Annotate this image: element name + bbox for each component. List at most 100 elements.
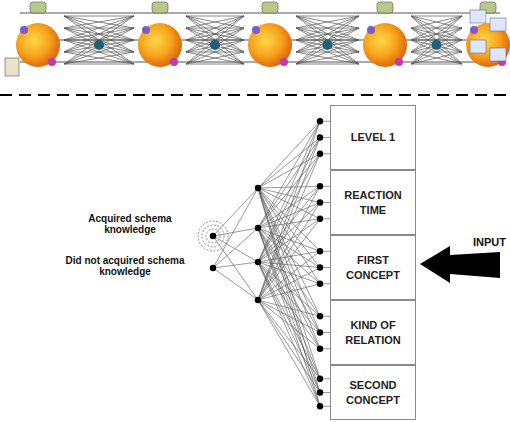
neuron-dot <box>255 259 261 265</box>
neuron-dot <box>317 346 323 352</box>
net-line <box>186 16 244 64</box>
weight-line <box>258 262 320 349</box>
net-line <box>296 28 359 64</box>
net-line <box>186 40 244 64</box>
net-line <box>411 40 462 52</box>
orb-dot <box>142 26 150 34</box>
weight-line <box>258 228 320 349</box>
weight-line <box>258 228 320 268</box>
orb-dot <box>170 58 178 66</box>
neuron-dot <box>255 185 261 191</box>
net-line <box>411 16 462 28</box>
weight-line <box>258 186 320 188</box>
small-node <box>323 40 333 50</box>
orb-dot <box>470 26 478 34</box>
net-line <box>186 52 244 64</box>
input-box: SECOND CONCEPT <box>330 365 416 420</box>
net-line <box>411 16 462 40</box>
net-line <box>186 28 244 52</box>
net-line <box>64 28 134 64</box>
net-line <box>296 28 359 64</box>
net-line <box>296 52 359 64</box>
net-line <box>64 16 134 40</box>
net-line <box>186 16 244 28</box>
neuron-dot <box>317 183 323 189</box>
net-line <box>186 16 244 64</box>
net-line <box>186 16 244 40</box>
net-line <box>296 16 359 52</box>
weight-line <box>258 300 320 349</box>
net-line <box>64 40 134 52</box>
input-label: INPUT <box>473 236 506 248</box>
net-line <box>296 52 359 64</box>
neuron-dot <box>317 264 323 270</box>
dashed-separator <box>0 94 510 96</box>
neuron-dot <box>317 389 323 395</box>
net-line <box>186 16 244 17</box>
activation-ring <box>202 225 224 247</box>
neuron-dot <box>317 248 323 254</box>
weight-line <box>258 203 320 229</box>
neuron-dot <box>317 376 323 382</box>
neuron-dot <box>210 233 216 239</box>
net-line <box>186 16 244 28</box>
activation-ring <box>206 229 220 243</box>
net-line <box>186 40 244 64</box>
weight-line <box>213 188 258 268</box>
weight-line <box>258 138 320 189</box>
weight-line <box>258 228 320 379</box>
weight-line <box>258 121 320 188</box>
output-label: Did not acquired schema knowledge <box>60 255 190 277</box>
net-line <box>411 16 462 28</box>
weight-line <box>258 188 320 393</box>
net-line <box>64 28 134 52</box>
mini-icon <box>152 2 168 13</box>
mini-icon <box>30 2 46 13</box>
net-line <box>186 28 244 64</box>
orb-dot <box>367 26 375 34</box>
orb-dot <box>280 58 288 66</box>
neuron-orb <box>138 23 182 67</box>
neuron-dot <box>317 403 323 409</box>
net-line <box>64 40 134 64</box>
neuron-dot <box>317 329 323 335</box>
weight-line <box>258 188 320 406</box>
input-label: SECOND CONCEPT <box>337 378 409 407</box>
net-line <box>64 40 134 64</box>
net-line <box>64 28 134 64</box>
net-line <box>64 16 134 40</box>
net-line <box>64 16 134 52</box>
net-line <box>64 52 134 64</box>
net-line <box>411 64 462 65</box>
neuron-dot <box>317 313 323 319</box>
net-line <box>296 16 359 64</box>
net-line <box>411 40 462 64</box>
net-line <box>411 16 462 64</box>
small-node <box>432 40 442 50</box>
net-line <box>411 40 462 64</box>
orb-dot <box>20 26 28 34</box>
neuron-orb <box>363 23 407 67</box>
weight-line <box>258 228 320 393</box>
net-line <box>186 28 244 52</box>
orb-dot <box>395 58 403 66</box>
net-line <box>411 52 462 64</box>
weight-line <box>258 262 320 406</box>
net-line <box>411 28 462 52</box>
net-line <box>411 40 462 52</box>
net-line <box>64 16 134 28</box>
output-label: Acquired schema knowledge <box>70 213 190 235</box>
net-line <box>64 16 134 28</box>
net-line <box>411 28 462 64</box>
orb-dot <box>252 26 260 34</box>
net-line <box>186 16 244 52</box>
net-line <box>64 28 134 52</box>
neuron-dot <box>255 225 261 231</box>
neuron-dot <box>317 199 323 205</box>
cabinet-icon <box>5 58 19 76</box>
weight-line <box>258 300 320 406</box>
net-line <box>186 40 244 52</box>
weight-line <box>258 154 320 300</box>
neuron-dot <box>317 281 323 287</box>
